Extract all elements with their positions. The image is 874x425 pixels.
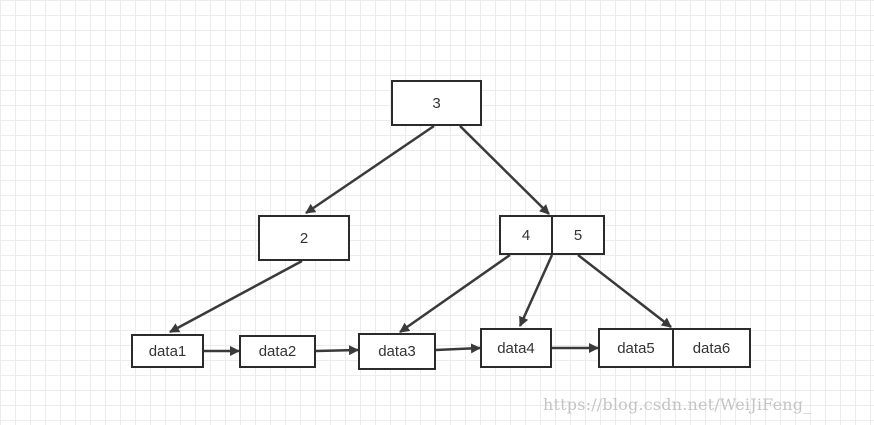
edge-data3-to-data4 [435, 343, 481, 354]
root-node: 3 [391, 80, 482, 126]
leaf-node-data3: data3 [358, 333, 436, 370]
leaf-node-data2: data2 [239, 335, 316, 368]
edge-data2-to-data3 [315, 345, 359, 356]
leaf-node-data5: data5 [598, 328, 674, 368]
edge-right-to-data3 [399, 253, 511, 334]
edge-root-to-right [459, 125, 550, 215]
edge-root-to-left [305, 124, 435, 215]
left-node: 2 [258, 215, 350, 261]
edge-left-to-data1 [169, 259, 303, 334]
right-node-key-4: 4 [499, 215, 553, 255]
leaf-node-data4: data4 [480, 328, 552, 368]
watermark-text: https://blog.csdn.net/WeiJiFeng_ [543, 395, 812, 414]
edge-right-to-data5 [577, 254, 672, 328]
edge-right-to-data4 [518, 254, 554, 327]
leaf-node-data1: data1 [131, 334, 204, 368]
leaf-node-data6: data6 [672, 328, 751, 368]
right-node-key-5: 5 [551, 215, 605, 255]
